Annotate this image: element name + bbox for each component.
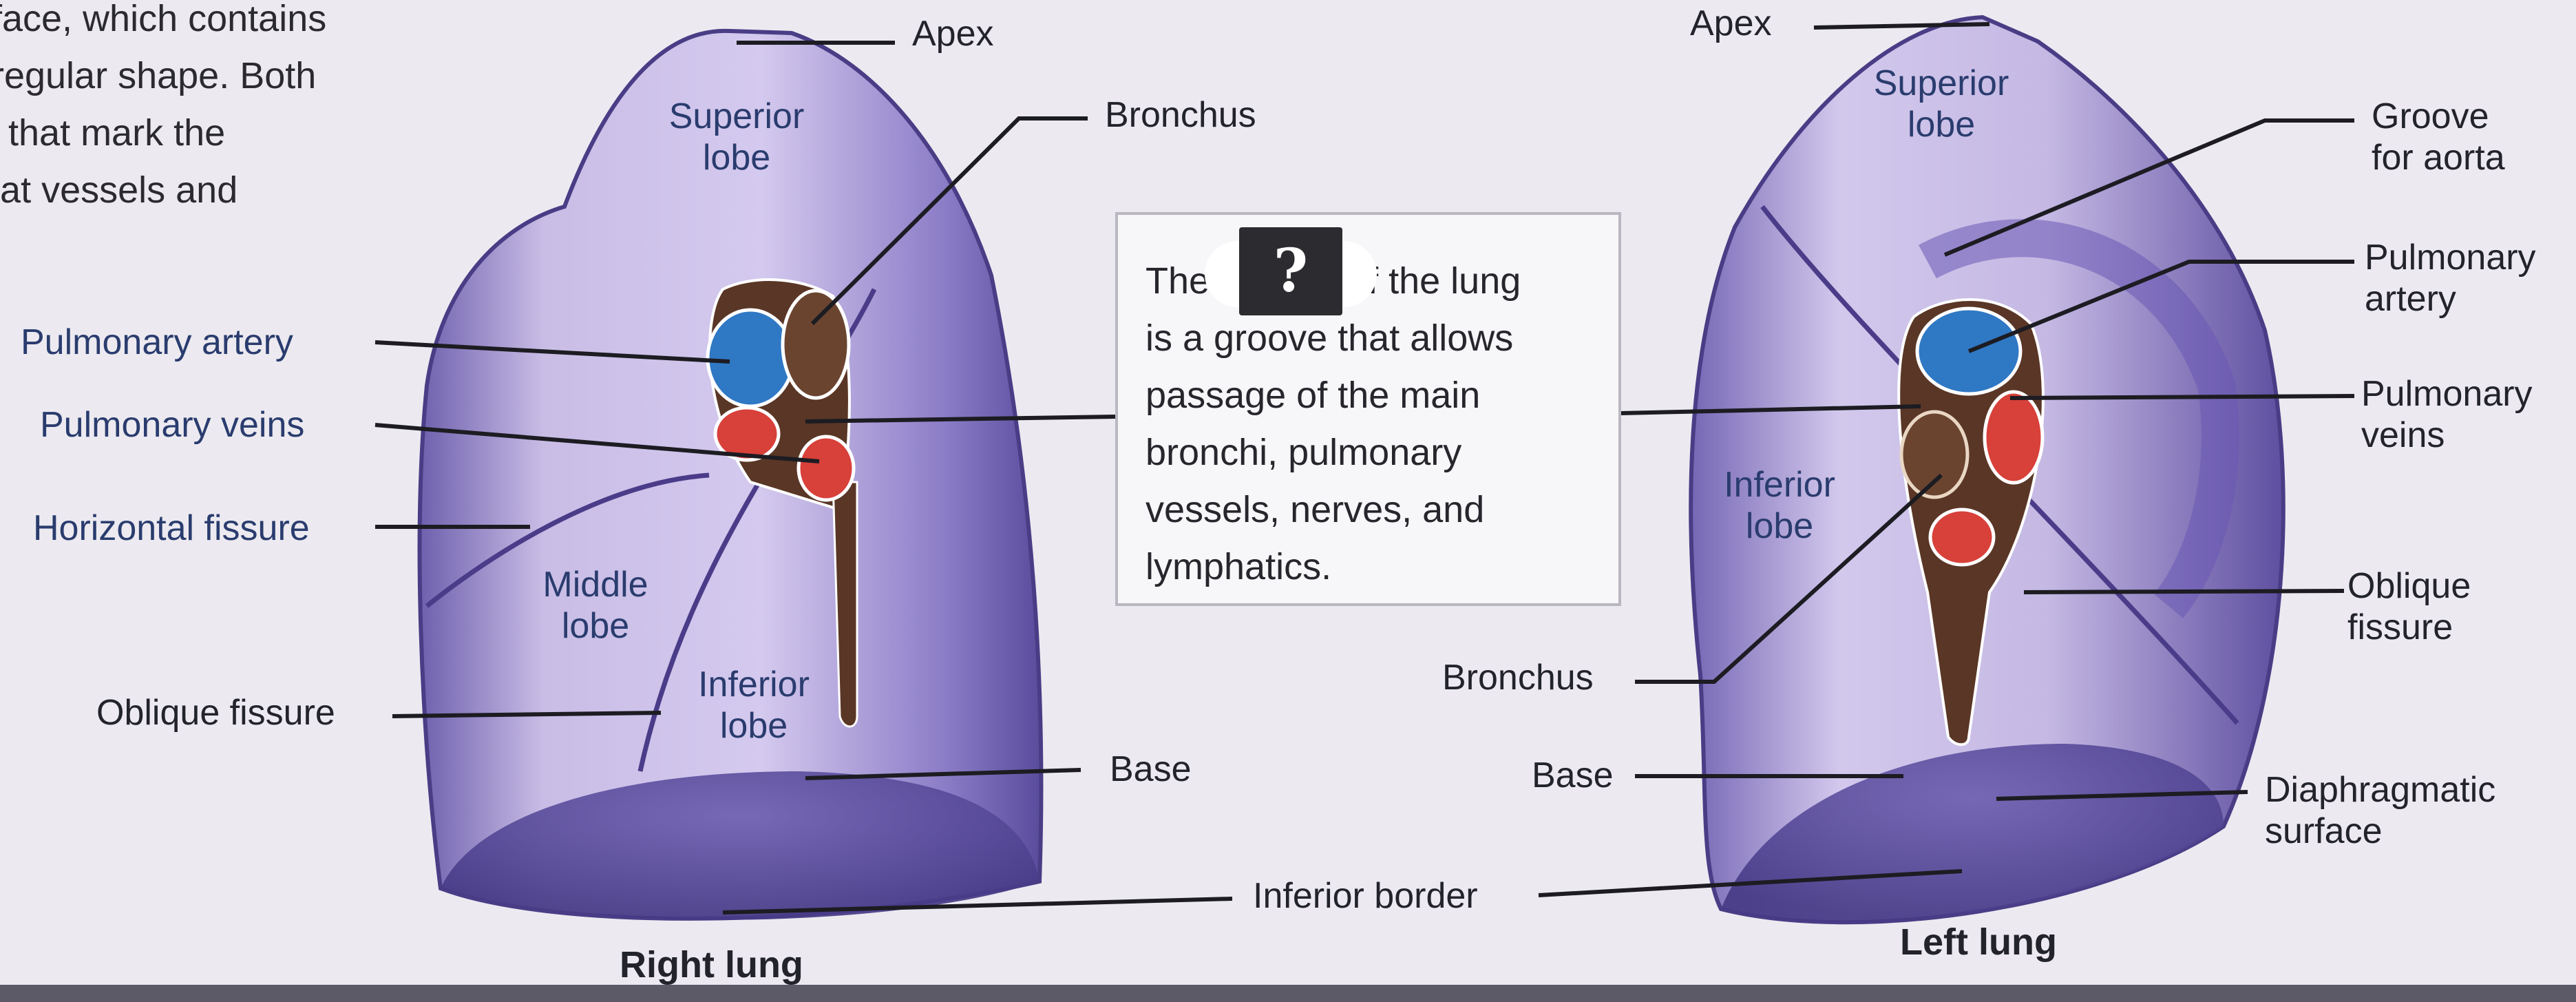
- label-line: lobe: [561, 605, 630, 646]
- label-line: lobe: [702, 137, 771, 178]
- right-bronchus-shape: [781, 289, 851, 400]
- callout-line: bronchi, pulmonary: [1146, 432, 1462, 473]
- right-pulmonary-vein-lower: [796, 435, 856, 502]
- label-line: lobe: [719, 705, 788, 746]
- label-left-superior-lobe: Superior lobe: [1859, 63, 2024, 146]
- label-left-pulmonary-artery: Pulmonary artery: [2365, 238, 2536, 320]
- label-line: surface: [2265, 811, 2383, 851]
- leader-right-bronchus: [810, 116, 1088, 326]
- label-inferior-border: Inferior border: [1253, 876, 1478, 916]
- label-left-base: Base: [1532, 755, 1614, 795]
- left-pulmonary-vein-upper: [1983, 390, 2045, 485]
- leader-inferior-border-right: [722, 897, 1233, 915]
- callout-line: is a groove that allows: [1146, 317, 1514, 359]
- callout-line: vessels, nerves, and: [1146, 489, 1485, 530]
- label-line: Pulmonary: [2361, 374, 2533, 414]
- label-left-inferior-lobe: Inferior lobe: [1697, 465, 1862, 547]
- label-line: fissure: [2347, 607, 2453, 647]
- label-right-pulmonary-veins: Pulmonary veins: [40, 405, 305, 445]
- label-line: Groove: [2372, 96, 2489, 136]
- left-lung: [1689, 14, 2285, 925]
- label-right-base: Base: [1110, 749, 1192, 789]
- intro-line: rregular shape. Both: [0, 55, 317, 96]
- leader-callout-left: [1620, 404, 1921, 415]
- intro-line: s that mark the: [0, 112, 226, 154]
- caption-right-lung: Right lung: [620, 944, 803, 985]
- horizontal-fissure-line: [425, 472, 710, 608]
- label-left-pulmonary-veins: Pulmonary veins: [2361, 374, 2533, 457]
- aortic-groove: [1919, 219, 2239, 618]
- label-line: lobe: [1745, 505, 1814, 546]
- label-groove-for-aorta: Groove for aorta: [2372, 96, 2505, 179]
- label-line: Superior: [668, 96, 805, 136]
- label-line: Superior: [1873, 63, 2009, 103]
- callout-prefix: The: [1146, 260, 1210, 302]
- label-line: lobe: [1907, 104, 1976, 145]
- caption-left-lung: Left lung: [1900, 921, 2057, 963]
- label-line: Inferior: [698, 665, 810, 704]
- leader-callout-right: [805, 415, 1116, 424]
- leader-left-apex: [1813, 22, 1990, 30]
- label-horizontal-fissure: Horizontal fissure: [33, 508, 310, 548]
- leader-left-oblique-fissure: [2023, 589, 2345, 594]
- label-diaphragmatic-surface: Diaphragmatic surface: [2265, 770, 2495, 853]
- leader-right-pulmonary-artery: [374, 340, 730, 364]
- intro-line: eat vessels and: [0, 169, 238, 211]
- leader-left-pulmonary-veins: [2009, 394, 2355, 400]
- label-line: Diaphragmatic: [2265, 770, 2496, 810]
- label-left-apex: Apex: [1690, 3, 1772, 43]
- label-line: Inferior: [1724, 465, 1835, 505]
- leader-inferior-border-left: [1538, 869, 1963, 897]
- left-pulmonary-vein-lower: [1928, 508, 1996, 567]
- label-right-apex: Apex: [912, 14, 994, 54]
- leader-lines: [374, 22, 2355, 915]
- label-line: Middle: [542, 565, 648, 605]
- label-line: for aorta: [2372, 137, 2505, 178]
- bottom-edge-bar: [0, 985, 2576, 1002]
- leader-right-oblique-fissure: [392, 711, 662, 718]
- leader-left-groove-aorta: [1943, 118, 2354, 257]
- label-left-oblique-fissure: Oblique fissure: [2347, 566, 2471, 649]
- right-lung-base-surface: [441, 771, 1039, 920]
- leader-right-pulmonary-veins: [374, 423, 820, 463]
- leader-left-diaphragmatic: [1996, 790, 2248, 801]
- question-mark-icon[interactable]: ?: [1239, 227, 1342, 315]
- label-line: Oblique: [2347, 566, 2471, 606]
- right-pulmonary-artery-shape: [706, 308, 795, 408]
- callout-line: passage of the main: [1146, 375, 1481, 416]
- leader-right-base: [805, 768, 1081, 780]
- label-line: artery: [2365, 278, 2456, 319]
- label-line: Pulmonary: [2365, 238, 2536, 278]
- label-left-bronchus: Bronchus: [1442, 658, 1594, 698]
- callout-line: lymphatics.: [1146, 546, 1332, 587]
- leader-left-pulmonary-artery: [1967, 260, 2354, 353]
- intro-paragraph: rface, which contains rregular shape. Bo…: [0, 0, 441, 219]
- intro-line: rface, which contains: [0, 0, 327, 39]
- label-right-bronchus: Bronchus: [1105, 95, 1256, 135]
- label-right-inferior-lobe: Inferior lobe: [671, 665, 836, 747]
- left-bronchus-shape: [1899, 410, 1970, 499]
- label-right-pulmonary-artery: Pulmonary artery: [21, 322, 293, 362]
- label-middle-lobe: Middle lobe: [513, 565, 678, 647]
- label-right-superior-lobe: Superior lobe: [647, 96, 826, 179]
- right-bronchus-stem: [832, 481, 858, 728]
- leader-left-bronchus: [1635, 473, 1943, 684]
- right-pulmonary-vein-upper: [713, 406, 781, 462]
- label-right-oblique-fissure: Oblique fissure: [96, 693, 335, 733]
- label-line: veins: [2361, 415, 2445, 455]
